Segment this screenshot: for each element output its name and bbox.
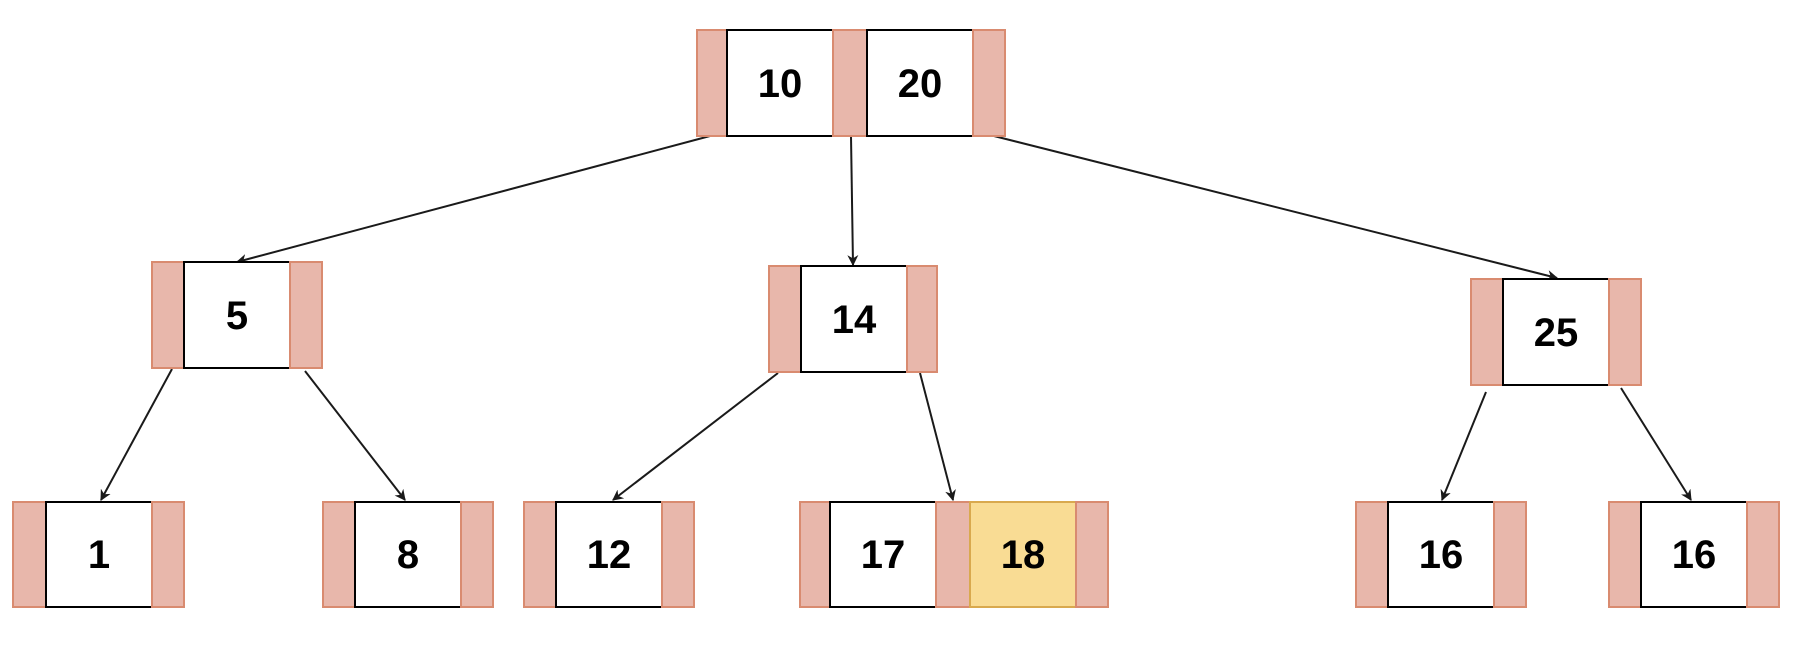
leaf-node-8: 8 [322, 501, 494, 608]
key-label: 25 [1534, 311, 1579, 355]
leaf-node-17-18: 17 18 [799, 501, 1109, 608]
pointer-slot [1608, 278, 1642, 386]
pointer-slot [460, 501, 494, 608]
internal-node-5: 5 [151, 261, 323, 369]
pointer-slot [151, 501, 185, 608]
pointer-slot [1608, 501, 1642, 608]
edge-node-14-to-leaf-17-18 [919, 372, 956, 502]
key-cell [555, 501, 663, 608]
leaf-node-16-right: 16 [1608, 501, 1780, 608]
edge-node-25-to-leaf-16-right [1620, 387, 1692, 501]
key-cell [1387, 501, 1495, 608]
pointer-slot [1075, 501, 1109, 608]
pointer-slot [289, 261, 323, 369]
leaf-node-16-left: 16 [1355, 501, 1527, 608]
key-cell [800, 265, 908, 373]
key-label: 10 [758, 62, 803, 106]
pointer-slot [12, 501, 47, 608]
pointer-slot [935, 501, 971, 608]
pointer-slot [972, 29, 1006, 137]
edge-node-5-to-leaf-1 [100, 368, 173, 501]
key-cell [183, 261, 291, 369]
edge-root-to-node-5 [235, 135, 711, 265]
edge-root-to-node-25 [989, 134, 1559, 281]
key-cell [354, 501, 462, 608]
key-label: 16 [1419, 533, 1464, 577]
pointer-slot [696, 29, 728, 137]
pointer-slot [151, 261, 185, 369]
pointer-slot [799, 501, 831, 608]
pointer-slot [1470, 278, 1504, 386]
key-cell [1502, 278, 1610, 386]
edge-node-25-to-leaf-16-left [1440, 391, 1487, 502]
key-label: 17 [861, 533, 906, 577]
key-label: 16 [1672, 533, 1717, 577]
pointer-slot [1746, 501, 1780, 608]
internal-node-14: 14 [768, 265, 938, 373]
key-label: 12 [587, 533, 632, 577]
key-label: 5 [226, 294, 248, 338]
edge-node-5-to-leaf-8 [304, 370, 406, 501]
pointer-slot [661, 501, 695, 608]
pointer-slot [1493, 501, 1527, 608]
key-label: 1 [88, 533, 110, 577]
key-label: 20 [898, 62, 943, 106]
edge-node-14-to-leaf-12 [612, 372, 779, 501]
key-cell [866, 29, 974, 137]
tree-edges [100, 134, 1692, 502]
root-node: 10 20 [696, 29, 1006, 137]
pointer-slot [768, 265, 802, 373]
pointer-slot [906, 265, 938, 373]
leaf-node-1: 1 [12, 501, 185, 608]
key-label: 8 [397, 533, 419, 577]
edge-root-to-node-14 [847, 135, 859, 267]
leaf-node-12: 12 [523, 501, 695, 608]
internal-node-25: 25 [1470, 278, 1642, 386]
pointer-slot [523, 501, 557, 608]
key-cell [829, 501, 937, 608]
pointer-slot [832, 29, 868, 137]
pointer-slot [1355, 501, 1389, 608]
key-label: 14 [832, 298, 877, 342]
highlighted-key-cell [969, 501, 1077, 608]
pointer-slot [322, 501, 356, 608]
key-cell [45, 501, 153, 608]
highlighted-key-label: 18 [1001, 533, 1046, 577]
